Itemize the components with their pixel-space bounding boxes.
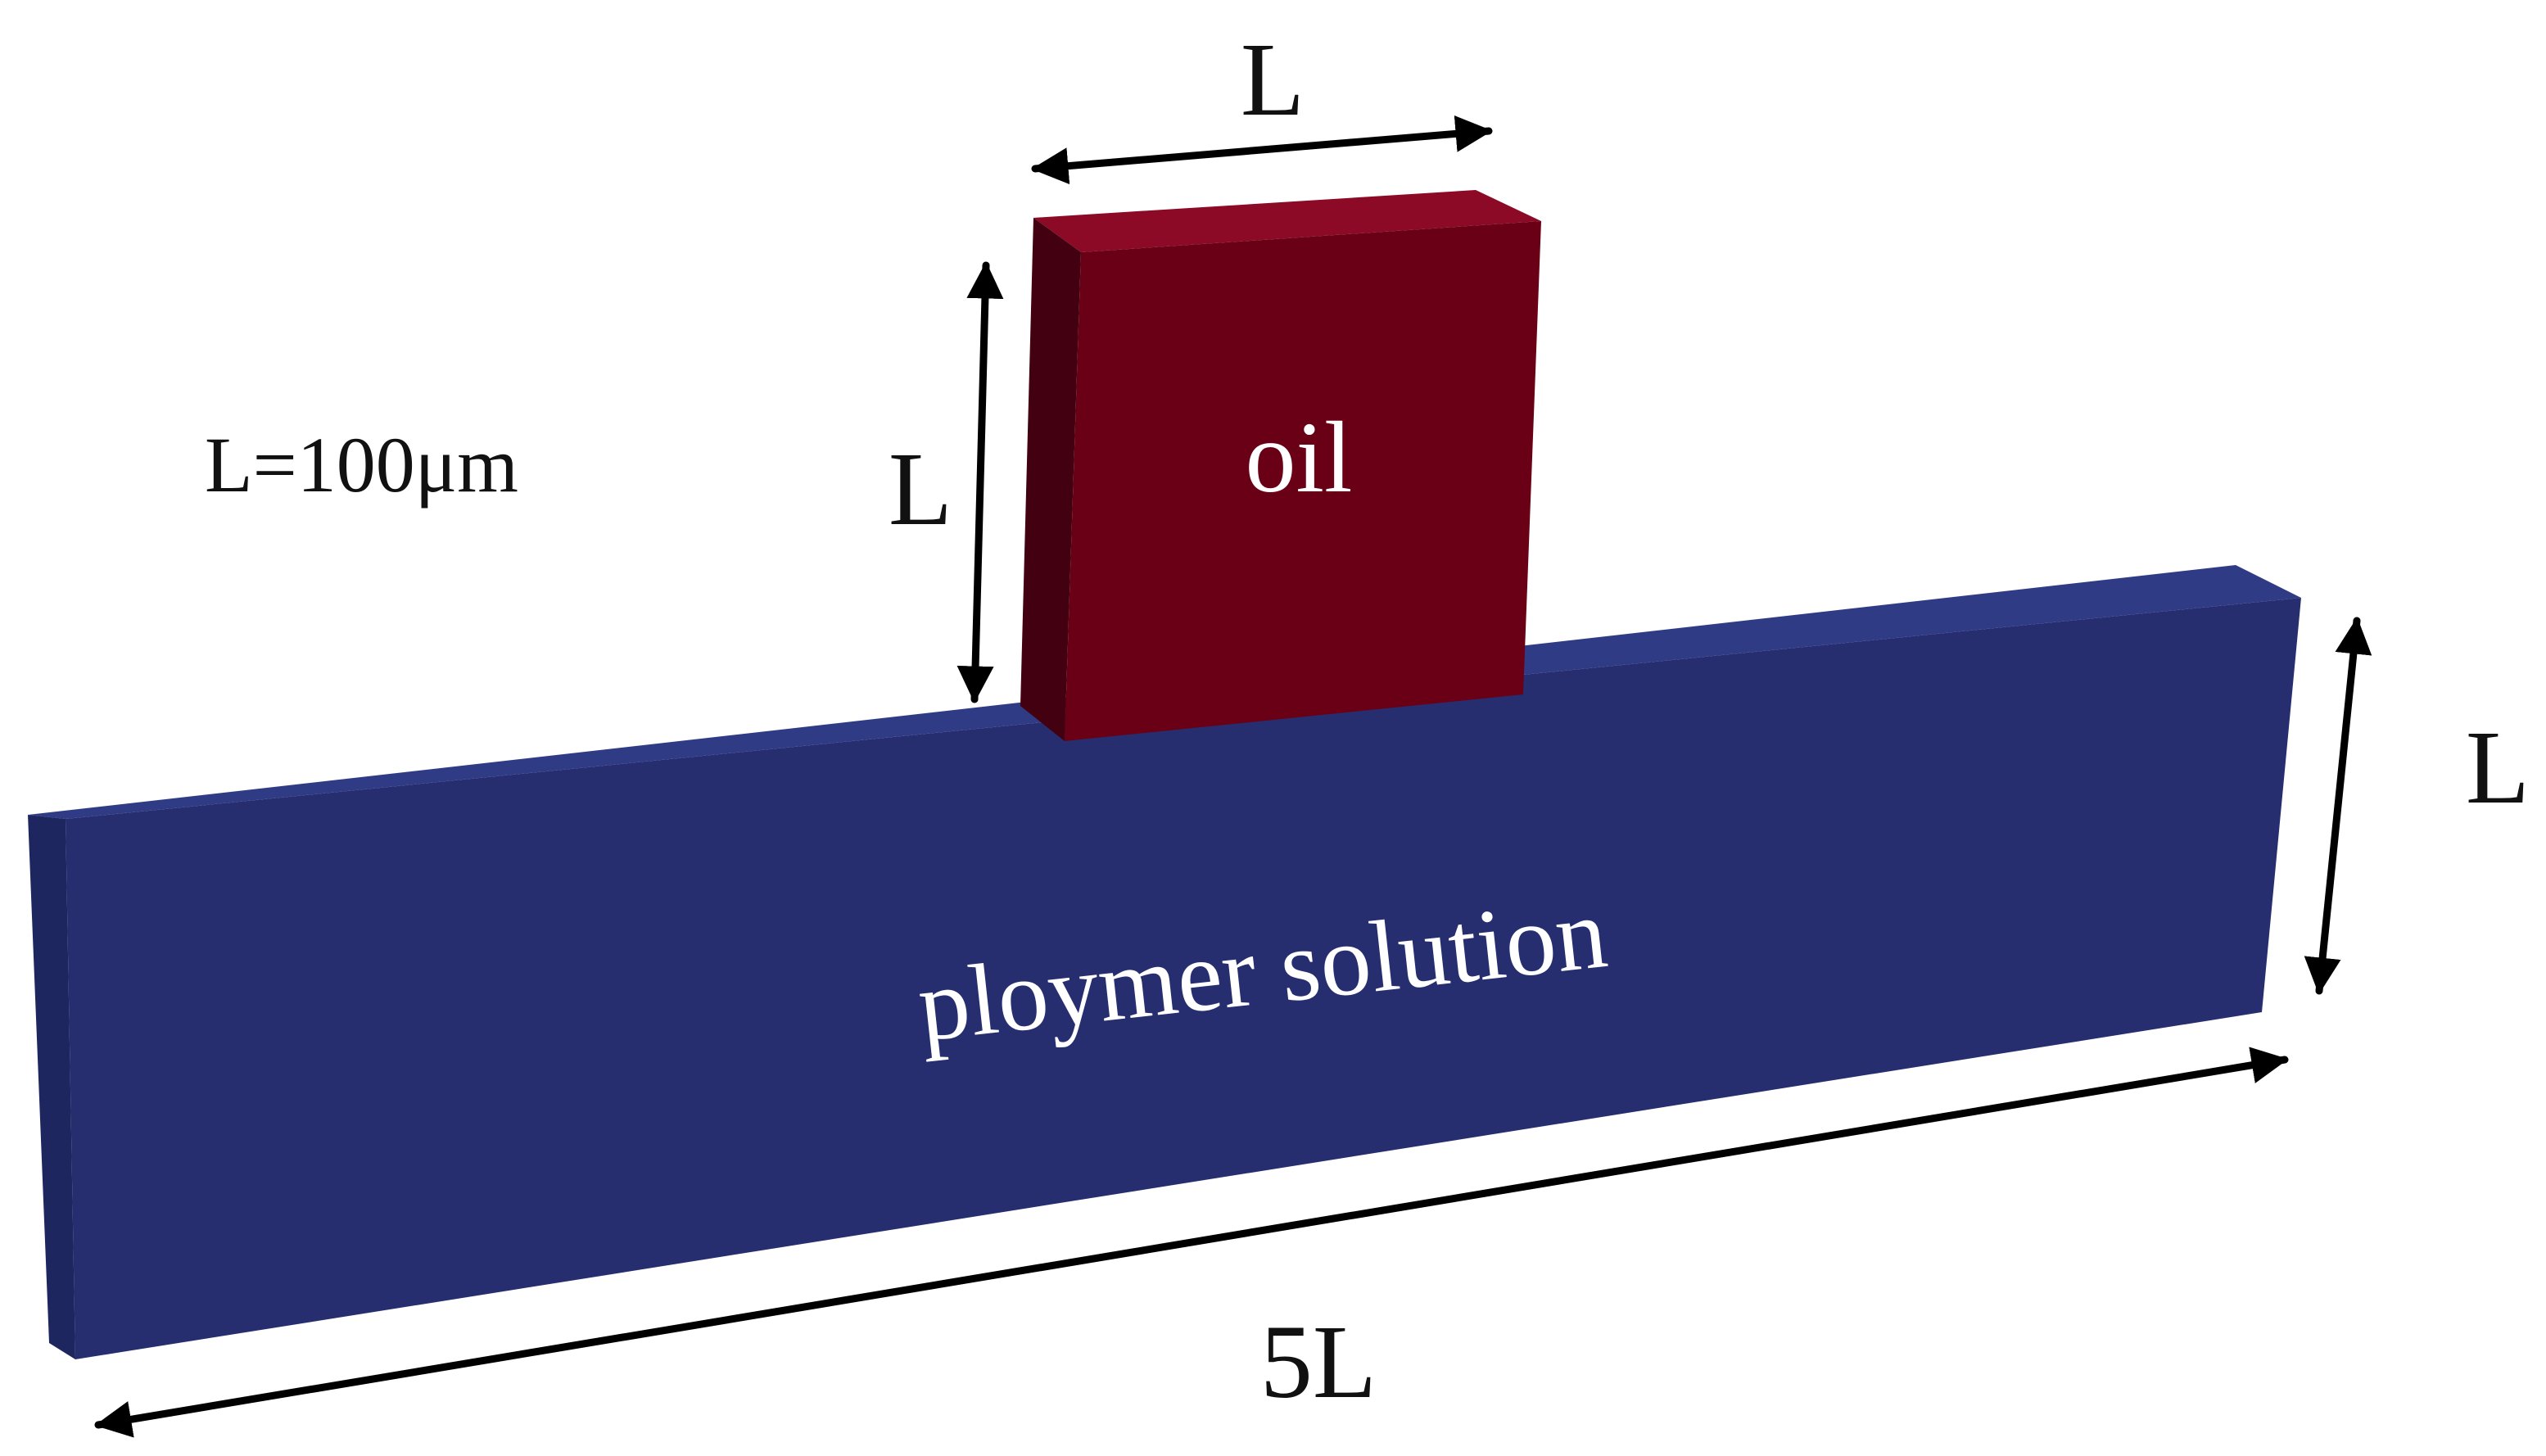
oil-label: oil	[1246, 401, 1353, 513]
scale-note-label: L=100μm	[205, 421, 518, 509]
channel-length-label: 5L	[1260, 1304, 1377, 1420]
oil-height-label: L	[889, 431, 952, 547]
oil-height-arrow	[956, 261, 1004, 703]
channel-height-arrow	[2304, 617, 2372, 995]
oil-left-face	[1020, 218, 1081, 741]
oil-top-face	[1033, 190, 1541, 252]
oil-width-arrow	[1031, 115, 1493, 185]
oil-front-face	[1065, 221, 1541, 741]
dimension-arrows	[94, 115, 2372, 1438]
oil-block	[1020, 190, 1541, 741]
channel-height-label: L	[2466, 709, 2530, 825]
channel-length-arrow	[94, 1047, 2289, 1438]
oil-width-label: L	[1241, 21, 1305, 138]
channel-left-face	[28, 815, 75, 1359]
